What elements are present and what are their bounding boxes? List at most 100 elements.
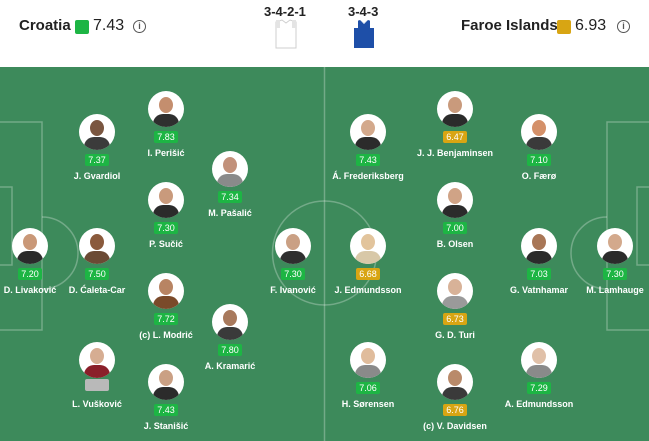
away-formation: 3-4-3	[348, 4, 379, 19]
player-photo	[275, 228, 311, 264]
home-formation: 3-4-2-1	[264, 4, 306, 19]
player-name: G. D. Turi	[435, 330, 475, 340]
away-rating-box	[557, 20, 571, 34]
player-name: (c) V. Davidsen	[423, 421, 487, 431]
player-photo	[437, 91, 473, 127]
player-name: J. J. Benjaminsen	[416, 148, 494, 158]
player-card[interactable]: 6.47 J. J. Benjaminsen	[410, 91, 500, 158]
player-photo	[437, 182, 473, 218]
player-name: F. Ivanović	[270, 285, 316, 295]
home-shirt-icon	[275, 19, 297, 49]
home-team-name: Croatia	[19, 17, 71, 34]
player-photo	[350, 228, 386, 264]
player-photo	[79, 114, 115, 150]
player-card[interactable]: 7.30 M. Lamhauge	[570, 228, 649, 295]
away-info-icon[interactable]: i	[617, 20, 630, 33]
player-rating: 6.73	[443, 313, 467, 325]
player-photo	[521, 342, 557, 378]
player-rating: 6.68	[356, 268, 380, 280]
player-name: J. Gvardiol	[73, 171, 121, 181]
player-photo	[437, 273, 473, 309]
player-card[interactable]: 6.68 J. Edmundsson	[323, 228, 413, 295]
player-rating: 7.37	[85, 154, 109, 166]
player-name: M. Pašalić	[208, 208, 252, 218]
player-card[interactable]: L. Vušković	[52, 342, 142, 409]
player-card[interactable]: 7.72 (c) L. Modrić	[121, 273, 211, 340]
player-photo	[148, 273, 184, 309]
player-card[interactable]: 7.80 A. Kramarić	[185, 304, 275, 371]
player-photo	[148, 364, 184, 400]
player-photo	[350, 342, 386, 378]
player-photo	[212, 151, 248, 187]
player-card[interactable]: 7.00 B. Olsen	[410, 182, 500, 249]
player-photo	[350, 114, 386, 150]
match-header: Croatia 7.43 i 3-4-2-1 3-4-3 Faroe Islan…	[0, 0, 649, 67]
player-card[interactable]: 7.10 O. Færø	[494, 114, 584, 181]
player-name: Á. Frederiksberg	[332, 171, 404, 181]
player-card[interactable]: 7.03 G. Vatnhamar	[494, 228, 584, 295]
player-name: (c) L. Modrić	[139, 330, 193, 340]
player-name: P. Sučić	[149, 239, 183, 249]
player-rating: 7.50	[85, 268, 109, 280]
player-name: D. Livaković	[3, 285, 57, 295]
away-team-rating: 6.93	[575, 17, 607, 34]
player-name: B. Olsen	[436, 239, 474, 249]
player-photo	[597, 228, 633, 264]
player-rating: 7.30	[603, 268, 627, 280]
player-rating: 7.30	[154, 222, 178, 234]
player-name: A. Kramarić	[204, 361, 256, 371]
player-name: O. Færø	[521, 171, 557, 181]
player-rating: 7.43	[154, 404, 178, 416]
player-card[interactable]: 7.43 J. Stanišić	[121, 364, 211, 431]
player-rating: 7.29	[527, 382, 551, 394]
pitch: 7.20 D. Livaković 7.50 D. Ćaleta-Car 7.3…	[0, 67, 649, 441]
home-team-rating: 7.43	[93, 17, 125, 34]
player-name: A. Edmundsson	[504, 399, 574, 409]
player-rating: 7.30	[281, 268, 305, 280]
player-name: D. Ćaleta-Car	[68, 285, 126, 295]
player-rating: 7.20	[18, 268, 42, 280]
player-card[interactable]: 7.37 J. Gvardiol	[52, 114, 142, 181]
player-rating: 7.83	[154, 131, 178, 143]
player-card[interactable]: 6.76 (c) V. Davidsen	[410, 364, 500, 431]
player-card[interactable]: 7.83 I. Perišić	[121, 91, 211, 158]
player-photo	[79, 228, 115, 264]
player-name: J. Stanišić	[143, 421, 189, 431]
player-card[interactable]: 6.73 G. D. Turi	[410, 273, 500, 340]
player-name: H. Sørensen	[341, 399, 395, 409]
player-rating: 7.00	[443, 222, 467, 234]
player-photo	[521, 114, 557, 150]
home-info-icon[interactable]: i	[133, 20, 146, 33]
player-card[interactable]: 7.30 F. Ivanović	[248, 228, 338, 295]
player-photo	[212, 304, 248, 340]
player-name: I. Perišić	[147, 148, 185, 158]
player-rating: 6.47	[443, 131, 467, 143]
player-rating: 7.43	[356, 154, 380, 166]
player-card[interactable]: 7.06 H. Sørensen	[323, 342, 413, 409]
player-photo	[148, 182, 184, 218]
player-rating: 7.03	[527, 268, 551, 280]
player-rating	[85, 379, 109, 391]
player-photo	[148, 91, 184, 127]
player-card[interactable]: 7.50 D. Ćaleta-Car	[52, 228, 142, 295]
player-rating: 7.34	[218, 191, 242, 203]
player-photo	[521, 228, 557, 264]
player-rating: 7.72	[154, 313, 178, 325]
away-shirt-icon	[354, 20, 374, 48]
player-card[interactable]: 7.43 Á. Frederiksberg	[323, 114, 413, 181]
player-card[interactable]: 7.30 P. Sučić	[121, 182, 211, 249]
player-rating: 6.76	[443, 404, 467, 416]
player-name: J. Edmundsson	[334, 285, 402, 295]
player-photo	[12, 228, 48, 264]
pitch-markings	[0, 67, 649, 441]
player-card[interactable]: 7.29 A. Edmundsson	[494, 342, 584, 409]
player-rating: 7.10	[527, 154, 551, 166]
player-card[interactable]: 7.34 M. Pašalić	[185, 151, 275, 218]
player-name: G. Vatnhamar	[509, 285, 569, 295]
player-rating: 7.80	[218, 344, 242, 356]
player-photo	[79, 342, 115, 378]
player-card[interactable]: 7.20 D. Livaković	[0, 228, 75, 295]
player-name: M. Lamhauge	[586, 285, 644, 295]
home-rating-box	[75, 20, 89, 34]
player-name: L. Vušković	[72, 399, 122, 409]
